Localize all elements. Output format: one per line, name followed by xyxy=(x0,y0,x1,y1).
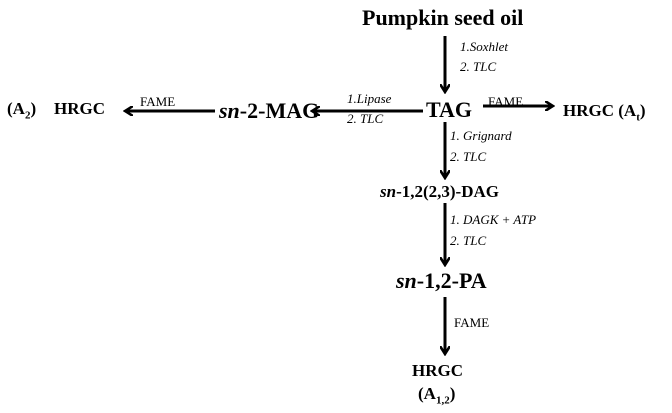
dag-prefix: sn xyxy=(380,182,397,201)
a12-subscript: 1,2 xyxy=(435,394,450,407)
step-lipase: 1.Lipase xyxy=(347,91,392,106)
hrgc-left-label: HRGC xyxy=(54,99,105,118)
a12-close: ) xyxy=(449,384,456,403)
hrgc-right-text: HRGC xyxy=(563,101,614,120)
a12-label: (A1,2) xyxy=(418,385,455,406)
hrgc-bottom-label: HRGC xyxy=(412,361,463,380)
hrgc-right-label: HRGC (At) xyxy=(563,102,646,123)
pa-prefix: sn xyxy=(396,268,417,293)
step-dagk-tlc: 2. TLC xyxy=(450,233,487,248)
a2-close: ) xyxy=(30,99,37,118)
a2-open: (A xyxy=(7,99,25,118)
fame-left-label: FAME xyxy=(140,94,176,109)
a2-subscript: 2 xyxy=(24,109,31,122)
sn-2-mag-prefix: sn xyxy=(219,98,240,123)
at-open: (A xyxy=(618,101,637,120)
at-close: ) xyxy=(639,101,646,120)
step-lipase-tlc: 2. TLC xyxy=(347,111,384,126)
fame-right-label: FAME xyxy=(488,94,524,109)
sn-2-mag-label: sn-2-MAG xyxy=(219,100,319,122)
step-dagk-atp: 1. DAGK + ATP xyxy=(450,212,537,227)
tag-label: TAG xyxy=(426,97,473,122)
sn-2-mag-suffix: -2-MAG xyxy=(239,98,320,123)
step-grignard: 1. Grignard xyxy=(450,128,512,143)
step-grignard-tlc: 2. TLC xyxy=(450,149,487,164)
step-soxhlet: 1.Soxhlet xyxy=(460,39,509,54)
at-subscript: t xyxy=(636,111,640,124)
step-soxhlet-tlc: 2. TLC xyxy=(460,59,497,74)
a12-open: (A xyxy=(418,384,436,403)
a2-label: (A2) xyxy=(7,100,36,121)
sn-1-2-pa-label: sn-1,2-PA xyxy=(396,270,487,292)
pa-suffix: -1,2-PA xyxy=(416,268,487,293)
fame-bottom-label: FAME xyxy=(454,315,490,330)
sn-1-2-dag-label: sn-1,2(2,3)-DAG xyxy=(380,183,499,200)
pumpkin-seed-oil-label: Pumpkin seed oil xyxy=(362,5,524,30)
dag-suffix: -1,2(2,3)-DAG xyxy=(396,182,499,201)
